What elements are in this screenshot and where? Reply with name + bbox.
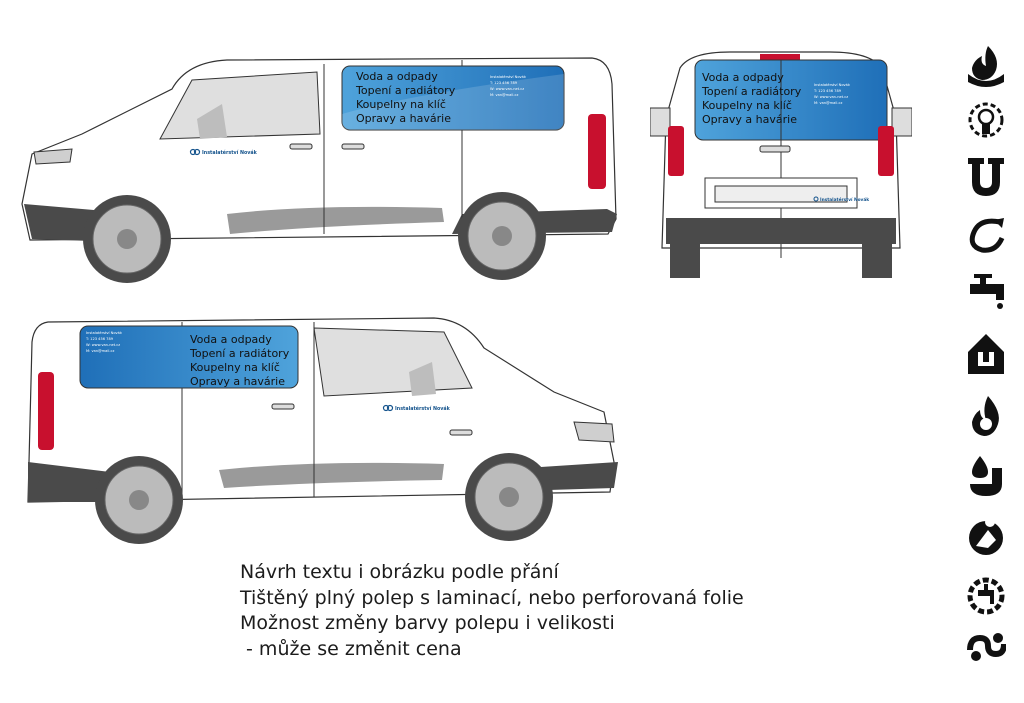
caption-line-4: - může se změnit cena bbox=[240, 637, 462, 660]
van2-service-2: Topení a radiátory bbox=[701, 85, 802, 98]
house-pipe-icon bbox=[968, 334, 1004, 374]
drop-toilet-icon bbox=[970, 456, 1002, 496]
van3-email: M: van@mail.cz bbox=[86, 349, 114, 353]
van3-company-small: Instalatérství Novák bbox=[86, 331, 123, 335]
pipe-chain-icon bbox=[967, 633, 1006, 661]
van3-service-1: Voda a odpady bbox=[190, 333, 272, 346]
van3-service-3: Koupelny na klíč bbox=[190, 361, 280, 374]
van1-service-4: Opravy a havárie bbox=[356, 112, 451, 125]
van3-service-4: Opravy a havárie bbox=[190, 375, 285, 388]
van2-company-small: Instalatérství Novák bbox=[814, 83, 851, 87]
van1-service-2: Topení a radiátory bbox=[355, 84, 456, 97]
van3-brand-label: Instalatérství Novák bbox=[395, 405, 451, 412]
van1-company-small: Instalatérství Novák bbox=[490, 75, 527, 79]
van1-phone: T: 123 456 789 bbox=[489, 81, 518, 85]
van2-service-1: Voda a odpady bbox=[702, 71, 784, 84]
van-side-right: Instalatérství Novák T: 123 456 789 W: w… bbox=[27, 317, 618, 544]
caption-line-2: Tištěný plný polep s laminací, nebo perf… bbox=[240, 586, 744, 609]
caption-line-1: Návrh textu i obrázku podle přání bbox=[240, 561, 559, 583]
gear-bulb-icon bbox=[968, 102, 1004, 138]
van2-service-3: Koupelny na klíč bbox=[702, 99, 792, 112]
van-side-left: Voda a odpady Topení a radiátory Koupeln… bbox=[21, 57, 617, 283]
van1-web: W: www.van-net.cz bbox=[490, 87, 524, 91]
van1-email: M: van@mail.cz bbox=[490, 93, 518, 97]
faucet-icon bbox=[970, 274, 1004, 309]
van3-phone: T: 123 456 789 bbox=[85, 337, 114, 341]
van2-email: M: van@mail.cz bbox=[814, 101, 842, 105]
plumber-gear-icon bbox=[969, 517, 1003, 555]
hose-icon bbox=[969, 218, 1005, 253]
van3-web: W: www.van-net.cz bbox=[86, 343, 120, 347]
van1-service-1: Voda a odpady bbox=[356, 70, 438, 83]
water-fire-icon bbox=[968, 46, 1004, 87]
van2-web: W: www.van-net.cz bbox=[814, 95, 848, 99]
van2-brand-label: Instalatérství Novák bbox=[820, 196, 869, 203]
gear-faucet-icon bbox=[967, 577, 1005, 615]
van2-phone: T: 123 456 789 bbox=[813, 89, 842, 93]
van1-service-3: Koupelny na klíč bbox=[356, 98, 446, 111]
flame-drop-icon bbox=[972, 396, 999, 436]
van1-brand-label: Instalatérství Novák bbox=[202, 149, 258, 156]
van-rear-view: Voda a odpady Topení a radiátory Koupeln… bbox=[650, 51, 912, 278]
van2-service-4: Opravy a havárie bbox=[702, 113, 797, 126]
caption-line-3: Možnost změny barvy polepu i velikosti bbox=[240, 612, 615, 634]
icon-column bbox=[960, 40, 1012, 665]
caption-block: Návrh textu i obrázku podle přání Tištěn… bbox=[240, 560, 840, 662]
pipe-magnet-icon bbox=[968, 158, 1004, 196]
van3-service-2: Topení a radiátory bbox=[189, 347, 290, 360]
